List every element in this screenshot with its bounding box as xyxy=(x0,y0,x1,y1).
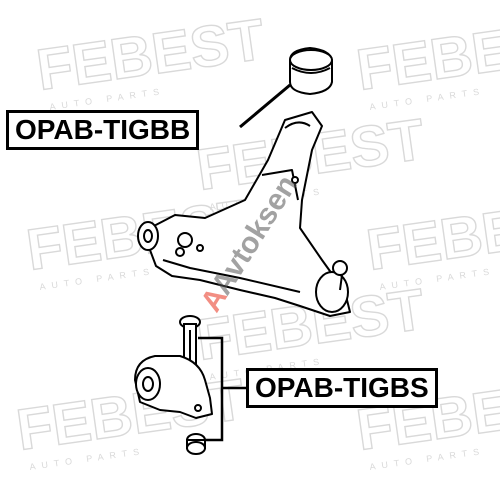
leader-line-1 xyxy=(239,83,291,129)
leader-bracket-2 xyxy=(198,336,248,442)
nut-drawing xyxy=(186,433,206,455)
part-label-bushing: OPAB-TIGBB xyxy=(6,110,200,150)
bushing-bracket-drawing xyxy=(134,355,213,419)
control-arm-drawing xyxy=(137,111,351,317)
part-label-bracket: OPAB-TIGBS xyxy=(246,368,438,408)
bushing-drawing xyxy=(289,46,333,96)
